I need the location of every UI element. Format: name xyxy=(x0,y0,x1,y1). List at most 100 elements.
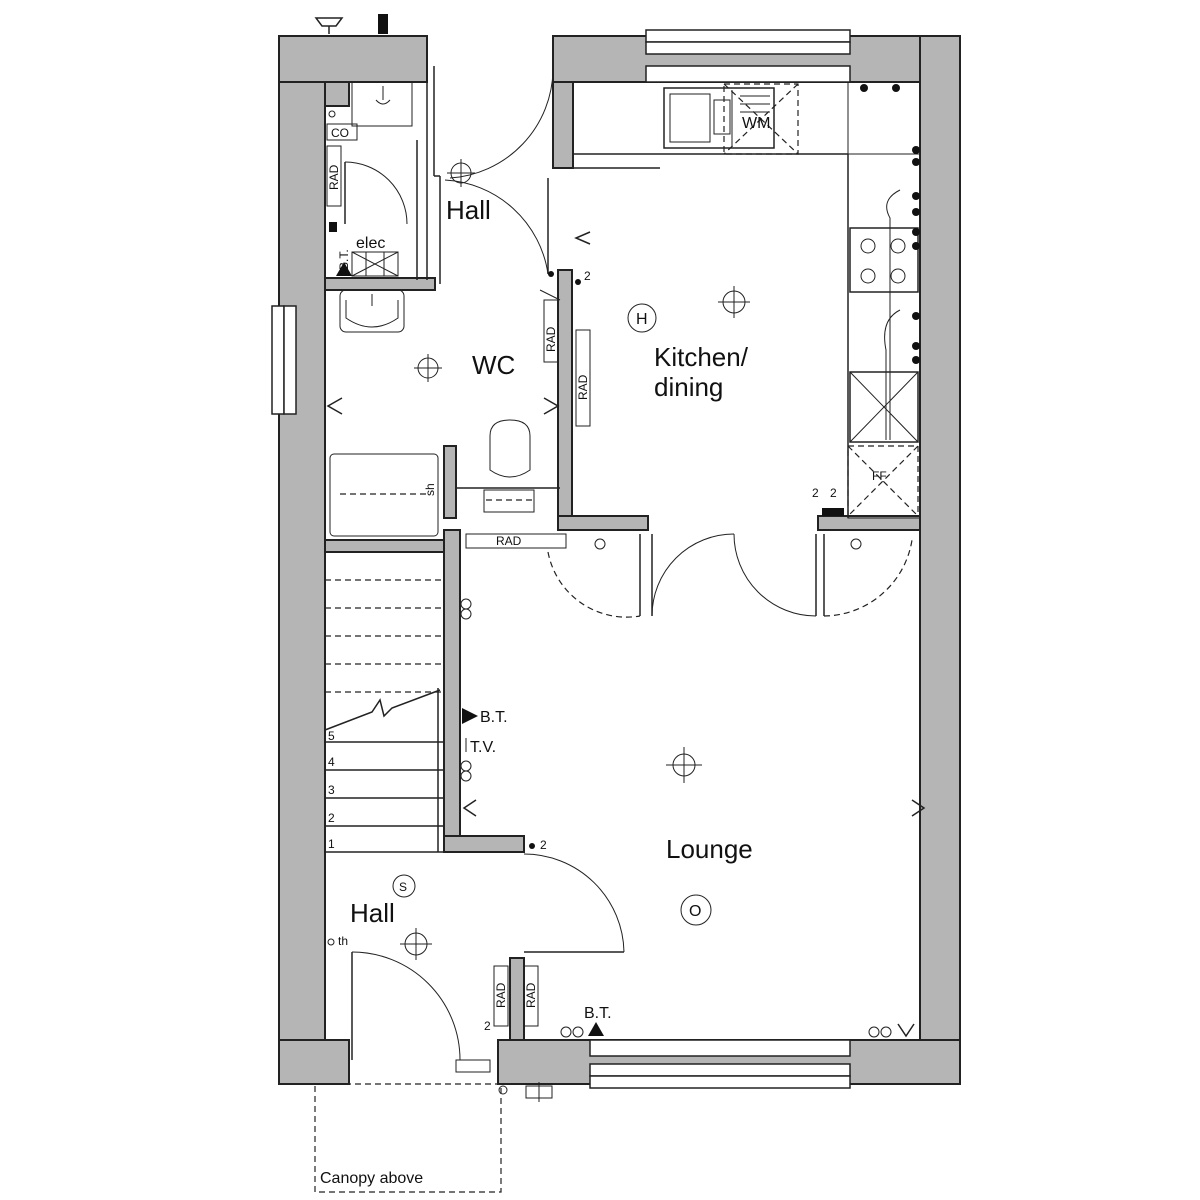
kitchen-cable-line xyxy=(886,189,901,440)
socket-k1 xyxy=(912,146,920,154)
socket-k4 xyxy=(912,208,920,216)
kitchen-fixtures: WM FF RAD H xyxy=(547,81,921,618)
window-lounge-bottom-outer xyxy=(589,1075,851,1089)
kitchen-oven-unit xyxy=(849,371,919,443)
kitchen-hob xyxy=(849,227,919,293)
vent-lounge-right xyxy=(911,799,926,817)
wall-kitchen-lounge-right xyxy=(817,515,921,531)
heat-detector-icon xyxy=(627,303,657,333)
socket-k11 xyxy=(892,84,900,92)
socket-lounge-3 xyxy=(460,760,472,772)
bt-upper-icon xyxy=(336,262,352,276)
socket-k9 xyxy=(912,356,920,364)
vent-wc-right xyxy=(543,397,560,415)
wall-wc-kitchen xyxy=(557,269,573,523)
rad-label-lower-hall: RAD xyxy=(494,982,508,1008)
socket-lounge-5 xyxy=(594,538,606,550)
stair-number-1: 1 xyxy=(328,837,335,851)
rad-label-upper-hall: RAD xyxy=(327,164,341,190)
co-label: CO xyxy=(331,126,349,140)
room-label-hall-upper: Hall xyxy=(446,195,491,225)
socket-count-kitchen-left: 2 xyxy=(812,486,819,500)
socket-k6 xyxy=(912,242,920,250)
boiler-block xyxy=(324,81,350,107)
socket-lounge-6 xyxy=(850,538,862,550)
tv-lounge-label: T.V. xyxy=(470,739,496,756)
socket-k7 xyxy=(912,312,920,320)
wc-basin-bowl xyxy=(345,300,399,328)
socket-count-lower-hall: 2 xyxy=(484,1019,491,1033)
hob-ring-1 xyxy=(860,238,876,254)
radiator-lower-hall xyxy=(493,965,509,1027)
socket-k3 xyxy=(912,192,920,200)
outside-tap-icon xyxy=(378,14,388,34)
wall-right xyxy=(919,35,961,1085)
socket-lounge-1 xyxy=(460,598,472,610)
window-wc-left-inner xyxy=(283,305,297,415)
socket-k8 xyxy=(912,342,920,350)
wall-hall-lounge xyxy=(443,835,525,853)
switch-dot-hall xyxy=(548,271,554,277)
hob-ring-2 xyxy=(860,268,876,284)
vent-lounge-left xyxy=(462,799,477,817)
wall-stairs-lounge xyxy=(443,529,461,853)
lounge-door-swing-left xyxy=(547,551,641,618)
socket-k5 xyxy=(912,228,920,236)
socket-count-lounge-door: 2 xyxy=(540,838,547,852)
window-lounge-bottom xyxy=(589,1063,851,1077)
socket-count-kitchen-right: 2 xyxy=(830,486,837,500)
canopy-outline xyxy=(314,1083,502,1193)
room-label-wc: WC xyxy=(472,350,515,380)
electric-meter-box xyxy=(351,251,399,277)
washing-machine-outline xyxy=(723,83,799,155)
stair-number-4: 4 xyxy=(328,755,335,769)
oven-cross-2 xyxy=(849,371,919,443)
wm-cross-2 xyxy=(723,83,799,155)
window-lounge-sill xyxy=(589,1039,851,1057)
switch-dot-lounge xyxy=(529,843,535,849)
rad-label-wc: RAD xyxy=(544,326,558,352)
wm-label: WM xyxy=(742,115,770,132)
radiator-kitchen xyxy=(575,329,591,427)
socket-lounge-4 xyxy=(460,770,472,782)
co-detector-box xyxy=(326,123,358,141)
wall-bottom-left xyxy=(278,1039,350,1085)
bt-socket-block xyxy=(329,222,337,232)
boiler-pipe-curve xyxy=(375,99,391,105)
kitchen-worktop-right xyxy=(847,81,921,519)
stair-number-3: 3 xyxy=(328,783,335,797)
ceiling-point-icon xyxy=(680,894,712,926)
socket-k10 xyxy=(860,84,868,92)
rad-label-lounge-top: RAD xyxy=(496,534,522,548)
fridge-freezer-outline xyxy=(847,445,919,517)
stair-number-5: 5 xyxy=(328,729,335,743)
room-label-hall-lower: Hall xyxy=(350,898,395,928)
window-wc-left xyxy=(271,305,285,415)
doorbell-icon xyxy=(498,1085,508,1095)
ceiling-point-label: O xyxy=(689,903,701,920)
outside-light-icon xyxy=(314,17,344,27)
socket-lounge-10 xyxy=(880,1026,892,1038)
bt-front-icon xyxy=(588,1022,604,1036)
hall-upper-door-arc xyxy=(449,69,554,179)
thermostat-icon xyxy=(327,938,335,946)
stair-outline xyxy=(324,551,445,853)
wall-under-shower xyxy=(324,539,445,553)
wc-toilet-bowl xyxy=(489,419,531,478)
cupboard-door-arc xyxy=(344,161,408,225)
ff-label: FF xyxy=(872,469,887,483)
socket-count-hall-door: 2 xyxy=(584,269,591,283)
heat-detector-label: H xyxy=(636,311,648,328)
smoke-detector-icon xyxy=(392,874,416,898)
double-door-arc-left xyxy=(651,533,735,617)
hob-ring-3 xyxy=(890,238,906,254)
wall-wc-shower xyxy=(443,445,457,519)
vent-lounge-bottom xyxy=(897,1023,915,1038)
thermostat-label: th xyxy=(338,934,348,948)
canopy-label: Canopy above xyxy=(320,1170,423,1187)
lower-hall-fixtures: S Hall th RAD RAD 2 xyxy=(327,874,553,1102)
double-door-arc-right xyxy=(733,533,817,617)
socket-k2 xyxy=(912,158,920,166)
wall-top-left xyxy=(278,35,428,83)
